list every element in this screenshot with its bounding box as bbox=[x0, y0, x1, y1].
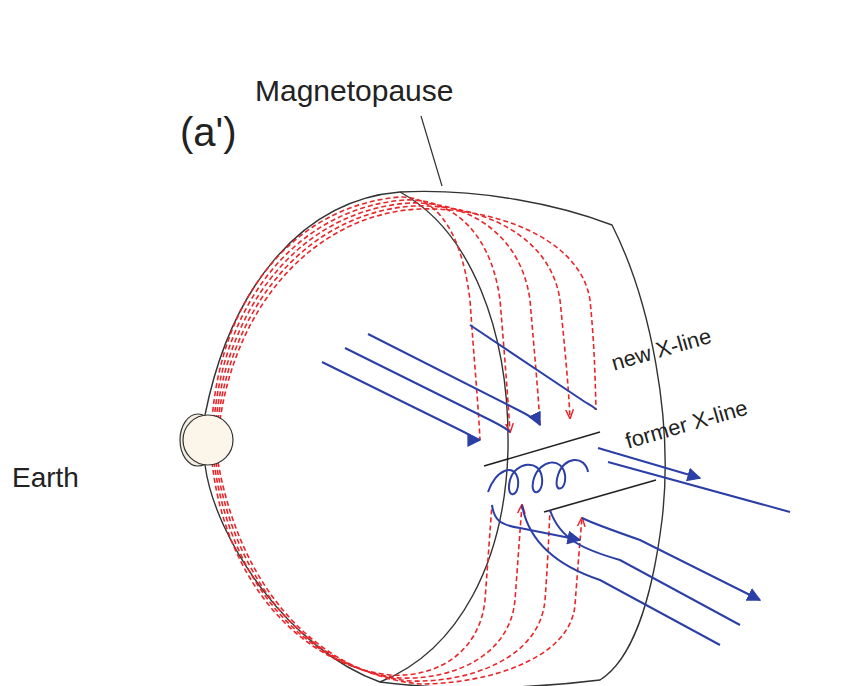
panel-label: (a') bbox=[180, 110, 237, 154]
open-field-lines-lower bbox=[492, 505, 760, 645]
x-line-label: new X-line bbox=[609, 324, 714, 376]
earth bbox=[183, 415, 233, 465]
body-label: Earth bbox=[12, 463, 79, 494]
open-field-lines-right bbox=[598, 448, 790, 512]
magnetopause-outline bbox=[205, 191, 665, 686]
closed-field-lines-bottom bbox=[212, 462, 582, 684]
closed-field-lines-top bbox=[212, 197, 596, 440]
region-label: Magnetopause bbox=[255, 74, 454, 107]
leader-line bbox=[421, 116, 442, 186]
front-rim bbox=[380, 192, 508, 682]
x-line-label: former X-line bbox=[623, 396, 751, 454]
solar-wind-field-lines bbox=[322, 325, 596, 440]
former-x-line bbox=[544, 480, 656, 512]
flux-rope-coil bbox=[488, 460, 588, 494]
new-x-line bbox=[484, 432, 600, 466]
